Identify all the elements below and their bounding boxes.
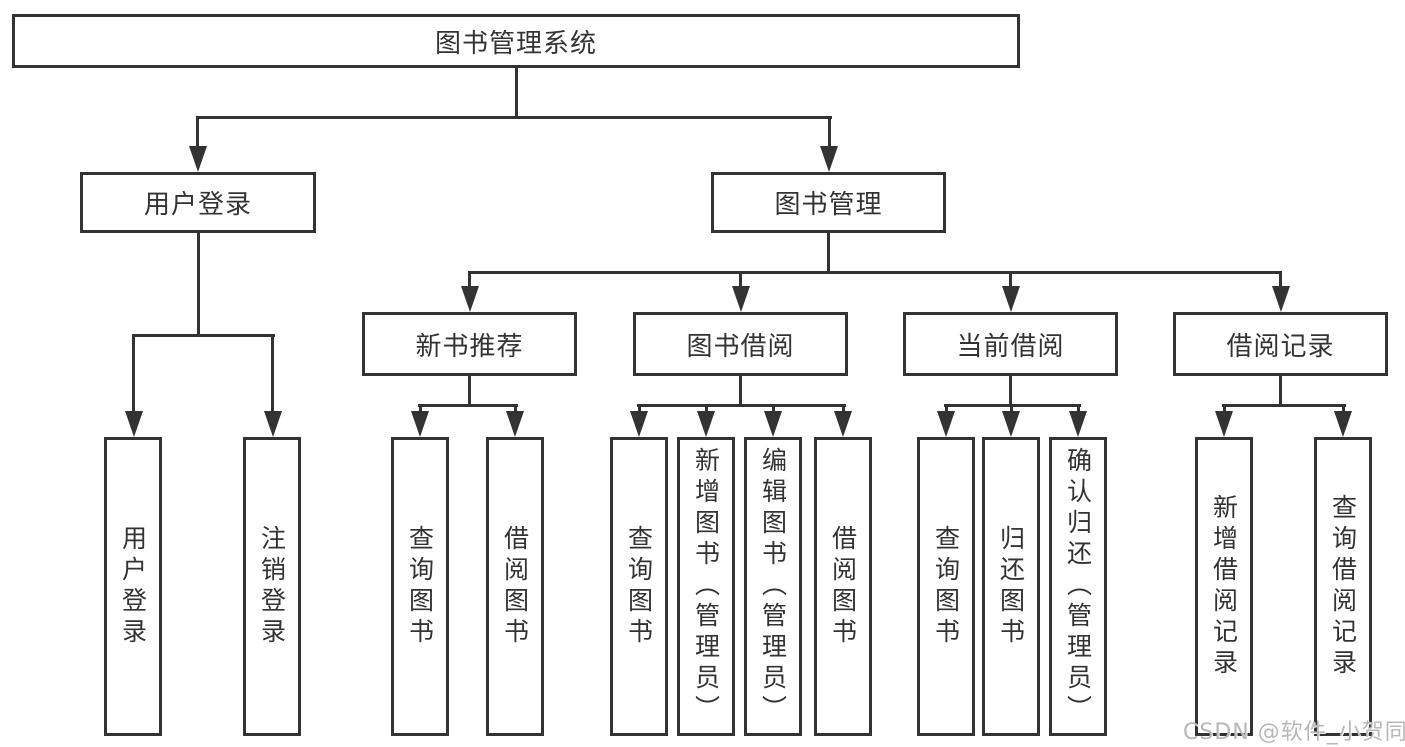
connector-line <box>637 404 846 407</box>
arrow-down-icon <box>937 411 955 437</box>
connector-line <box>515 68 518 119</box>
node-user-login-label: 用户登录 <box>143 190 252 220</box>
connector-line <box>418 404 518 407</box>
connector-line <box>132 334 275 337</box>
connector-line <box>842 404 845 413</box>
node-book-management-label: 图书管理 <box>774 190 883 220</box>
connector-line <box>1009 271 1012 288</box>
leaf-user-login: 用户登录 <box>104 437 162 736</box>
connector-line <box>419 404 422 413</box>
arrow-down-icon <box>764 411 782 437</box>
arrow-down-icon <box>820 146 838 172</box>
leaf-label: 查询图书 <box>931 524 961 649</box>
arrow-down-icon <box>697 411 715 437</box>
leaf-return-books: 归还图书 <box>982 437 1040 736</box>
connector-line <box>828 116 831 148</box>
connector-line <box>1223 404 1226 413</box>
leaf-edit-books-admin: 编辑图书（管理员） <box>744 437 802 736</box>
connector-line <box>945 404 948 413</box>
arrow-down-icon <box>834 411 852 437</box>
node-book-borrowing-label: 图书借阅 <box>686 331 795 362</box>
connector-line <box>638 404 641 413</box>
arrow-down-icon <box>1002 411 1020 437</box>
arrow-down-icon <box>125 411 143 437</box>
connector-line <box>196 116 832 119</box>
connector-line <box>739 376 742 407</box>
node-new-book-recommend: 新书推荐 <box>362 312 577 376</box>
node-new-book-recommend-label: 新书推荐 <box>415 331 524 362</box>
node-current-borrowing: 当前借阅 <box>903 312 1118 376</box>
arrow-down-icon <box>1069 411 1087 437</box>
connector-line <box>1279 271 1282 288</box>
leaf-label: 查询借阅记录 <box>1328 493 1358 680</box>
connector-line <box>1342 404 1345 413</box>
arrow-down-icon <box>1334 411 1352 437</box>
node-root: 图书管理系统 <box>12 14 1020 68</box>
connector-line <box>1077 404 1080 413</box>
leaf-label: 用户登录 <box>118 524 148 649</box>
arrow-down-icon <box>264 411 282 437</box>
node-current-borrowing-label: 当前借阅 <box>956 331 1065 362</box>
leaf-label: 确认归还（管理员） <box>1063 447 1093 726</box>
leaf-logout: 注销登录 <box>243 437 301 736</box>
leaf-confirm-return-admin: 确认归还（管理员） <box>1049 437 1107 736</box>
arrow-down-icon <box>630 411 648 437</box>
connector-line <box>1010 404 1013 413</box>
leaf-label: 借阅图书 <box>828 524 858 649</box>
leaf-label: 注销登录 <box>257 524 287 649</box>
node-book-management: 图书管理 <box>711 172 946 233</box>
connector-line <box>827 233 830 274</box>
leaf-query-borrow-record: 查询借阅记录 <box>1314 437 1372 736</box>
leaf-label: 查询图书 <box>405 524 435 649</box>
leaf-label: 新增图书（管理员） <box>691 447 721 726</box>
leaf-query-books-1: 查询图书 <box>391 437 449 736</box>
leaf-label: 编辑图书（管理员） <box>758 447 788 726</box>
connector-line <box>1279 376 1282 407</box>
leaf-add-books-admin: 新增图书（管理员） <box>677 437 735 736</box>
connector-line <box>1222 404 1346 407</box>
leaf-query-books-2: 查询图书 <box>610 437 668 736</box>
connector-line <box>197 233 200 336</box>
connector-line <box>514 404 517 413</box>
node-borrow-records: 借阅记录 <box>1173 312 1388 376</box>
node-user-login: 用户登录 <box>80 172 316 233</box>
connector-line <box>468 271 471 288</box>
arrow-down-icon <box>411 411 429 437</box>
leaf-borrow-books-2: 借阅图书 <box>814 437 872 736</box>
arrow-down-icon <box>461 286 479 312</box>
arrow-down-icon <box>1215 411 1233 437</box>
arrow-down-icon <box>1002 286 1020 312</box>
leaf-add-borrow-record: 新增借阅记录 <box>1195 437 1253 736</box>
connector-line <box>132 334 135 413</box>
arrow-down-icon <box>189 146 207 172</box>
node-book-borrowing: 图书借阅 <box>633 312 848 376</box>
arrow-down-icon <box>506 411 524 437</box>
connector-line <box>772 404 775 413</box>
csdn-watermark: CSDN @软件_小贺同学 <box>1183 720 1405 745</box>
arrow-down-icon <box>1272 286 1290 312</box>
leaf-label: 归还图书 <box>996 524 1026 649</box>
node-borrow-records-label: 借阅记录 <box>1226 331 1335 362</box>
connector-line <box>196 116 199 148</box>
connector-line <box>468 271 1282 274</box>
arrow-down-icon <box>732 286 750 312</box>
leaf-borrow-books-1: 借阅图书 <box>486 437 544 736</box>
connector-line <box>468 376 471 407</box>
leaf-label: 新增借阅记录 <box>1209 493 1239 680</box>
connector-line <box>739 271 742 288</box>
leaf-query-books-3: 查询图书 <box>917 437 975 736</box>
connector-line <box>705 404 708 413</box>
connector-line <box>1009 376 1012 407</box>
leaf-label: 借阅图书 <box>500 524 530 649</box>
connector-line <box>271 334 274 413</box>
leaf-label: 查询图书 <box>624 524 654 649</box>
node-root-label: 图书管理系统 <box>434 28 597 59</box>
